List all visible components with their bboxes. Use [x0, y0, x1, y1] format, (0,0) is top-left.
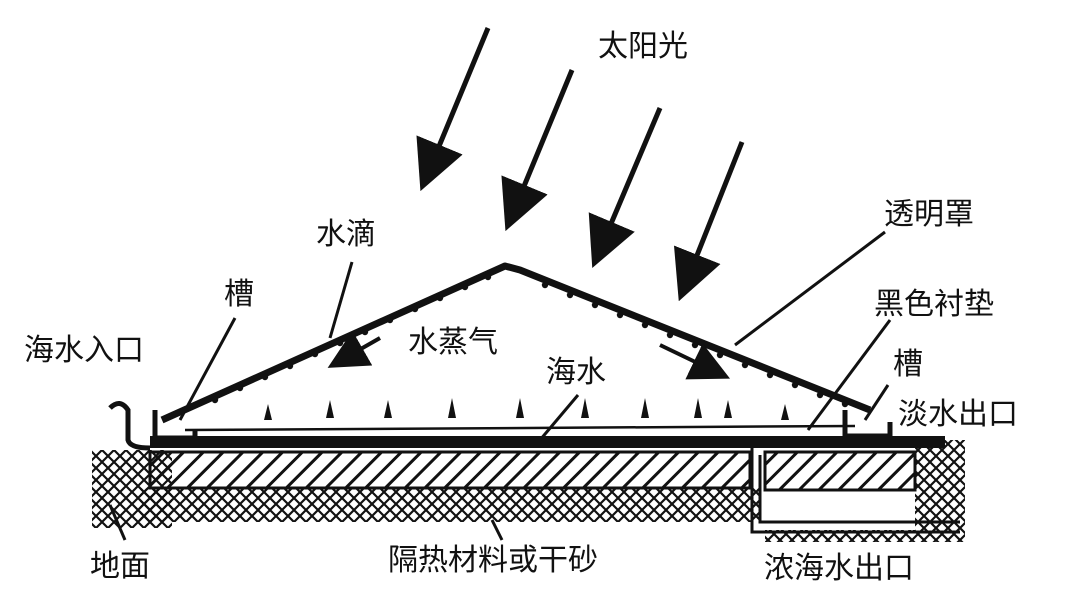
right-trough — [842, 410, 893, 439]
label-sunlight: 太阳光 — [598, 29, 688, 64]
label-fresh-water-outlet: 淡水出口 — [898, 397, 1018, 432]
label-seawater: 海水 — [546, 355, 606, 390]
left-trough — [152, 410, 198, 441]
label-trough-left: 槽 — [224, 277, 254, 312]
ground-bottom — [140, 488, 760, 522]
label-black-liner: 黑色衬垫 — [874, 287, 994, 322]
ground-right — [915, 440, 965, 530]
insulation-right — [763, 450, 917, 492]
label-ground: 地面 — [90, 549, 150, 584]
seawater-surface — [184, 424, 856, 432]
left-wall — [108, 401, 151, 451]
brine-outlet-pipe — [750, 445, 960, 534]
leader-ground — [108, 504, 127, 541]
flow-arrow-right — [659, 343, 731, 380]
label-transparent-cover: 透明罩 — [884, 197, 974, 232]
black-liner — [150, 436, 945, 448]
label-trough-right: 槽 — [893, 347, 923, 382]
leader-black-liner — [806, 319, 892, 431]
leader-lines — [108, 230, 892, 541]
transparent-cover — [160, 262, 872, 424]
leader-insulation — [490, 519, 504, 541]
leader-cover — [734, 230, 886, 347]
sunlight-arrows — [416, 27, 745, 302]
insulation-layer — [148, 450, 752, 490]
label-seawater-inlet: 海水入口 — [24, 333, 144, 368]
label-brine-outlet: 浓海水出口 — [764, 551, 914, 586]
label-insulation: 隔热材料或干砂 — [388, 543, 598, 578]
leader-trough-left — [178, 317, 237, 421]
label-water-drops: 水滴 — [316, 217, 376, 252]
leader-seawater — [538, 394, 580, 441]
leader-water-drops — [328, 261, 354, 339]
vapor-marks — [264, 398, 789, 420]
flow-arrow-left — [327, 330, 381, 368]
label-water-vapor: 水蒸气 — [408, 325, 498, 360]
leader-trough-right — [863, 384, 890, 421]
brine-outlet-pipe-inner — [758, 455, 960, 524]
